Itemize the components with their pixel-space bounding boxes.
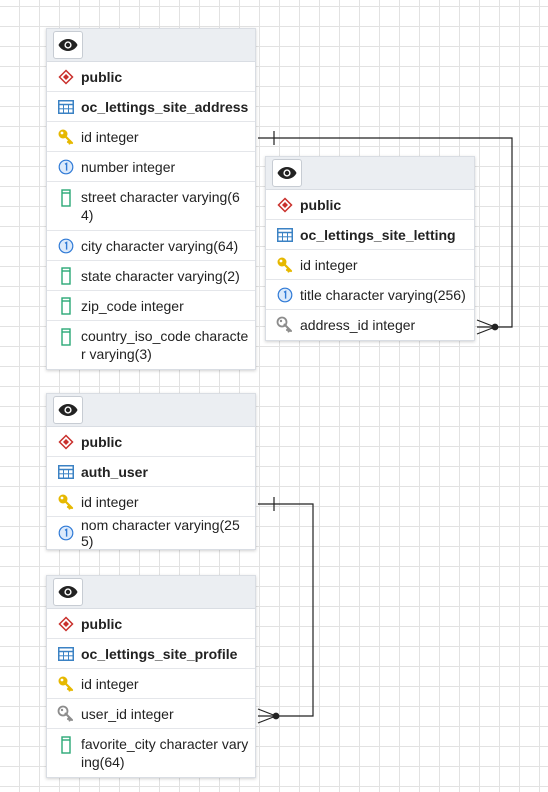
column-text: favorite_city character varying(64) [81,736,249,770]
column-icon [61,328,71,346]
column-row[interactable]: nom character varying(255) [47,517,255,549]
column-row[interactable]: address_id integer [266,310,474,340]
table-icon [277,227,293,242]
column-text: number integer [81,158,176,175]
column-text: id integer [300,256,358,273]
column-row[interactable]: street character varying(64) [47,182,255,231]
not-null-icon [58,525,74,541]
column-text: zip_code integer [81,297,184,314]
schema-row: public [47,609,255,639]
column-text: id integer [81,675,139,692]
column-row[interactable]: id integer [47,487,255,517]
schema-icon [58,68,74,85]
table-name-row: oc_lettings_site_profile [47,639,255,669]
column-row[interactable]: zip_code integer [47,291,255,321]
table-oc-lettings-site-address[interactable]: public oc_lettings_site_address id integ… [46,28,256,370]
column-icon [61,266,71,285]
column-row[interactable]: user_id integer [47,699,255,729]
table-icon [58,464,74,479]
eye-icon [58,39,78,51]
relationship-user-profile[interactable] [257,497,314,724]
column-text: city character varying(64) [81,237,239,254]
table-header [47,394,255,427]
table-header [47,29,255,62]
eye-icon [58,404,78,416]
column-text: address_id integer [300,317,416,333]
primary-key-icon [58,676,74,692]
schema-name: public [300,196,342,213]
column-row[interactable]: title character varying(256) [266,280,474,310]
column-icon [61,296,71,315]
view-eye-button[interactable] [53,31,83,59]
eye-icon [277,167,297,179]
column-text: title character varying(256) [300,286,466,303]
table-name-row: auth_user [47,457,255,487]
table-name: auth_user [81,463,148,480]
table-header [266,157,474,190]
table-header [47,576,255,609]
column-icon [61,736,71,754]
column-text: street character varying(64) [81,189,240,223]
schema-name: public [81,615,123,632]
schema-row: public [47,62,255,92]
table-name: oc_lettings_site_address [81,98,249,115]
schema-name: public [81,68,123,85]
table-oc-lettings-site-profile[interactable]: public oc_lettings_site_profile id integ… [46,575,256,778]
column-row[interactable]: id integer [47,122,255,152]
foreign-key-icon [276,316,292,333]
table-name: oc_lettings_site_letting [300,226,456,243]
column-text: id integer [81,493,139,510]
column-row[interactable]: country_iso_code character varying(3) [47,321,255,369]
schema-name: public [81,433,123,450]
view-eye-button[interactable] [53,396,83,424]
not-null-icon [58,238,74,253]
table-name-row: oc_lettings_site_address [47,92,255,122]
column-row[interactable]: number integer [47,152,255,182]
column-icon [61,189,71,207]
schema-icon [277,196,293,213]
table-oc-lettings-site-letting[interactable]: public oc_lettings_site_letting id integ… [265,156,475,341]
eye-icon [58,586,78,598]
table-name: oc_lettings_site_profile [81,645,238,662]
column-text: id integer [81,128,139,145]
table-icon [58,646,74,661]
primary-key-icon [277,257,293,273]
not-null-icon [277,287,293,302]
column-row[interactable]: state character varying(2) [47,261,255,291]
column-text: country_iso_code character varying(3) [81,328,249,362]
column-row[interactable]: id integer [47,669,255,699]
column-row[interactable]: id integer [266,250,474,280]
column-text: nom character varying(255) [81,517,240,549]
view-eye-button[interactable] [272,159,302,187]
table-name-row: oc_lettings_site_letting [266,220,474,250]
column-text: user_id integer [81,705,174,722]
table-icon [58,99,74,114]
column-row[interactable]: city character varying(64) [47,231,255,261]
column-row[interactable]: favorite_city character varying(64) [47,729,255,777]
view-eye-button[interactable] [53,578,83,606]
primary-key-icon [58,129,74,145]
schema-icon [58,433,74,450]
foreign-key-icon [57,705,73,721]
table-auth-user[interactable]: public auth_user id integer nom characte… [46,393,256,550]
column-text: state character varying(2) [81,267,240,284]
not-null-icon [58,159,74,174]
schema-row: public [47,427,255,457]
schema-icon [58,615,74,632]
primary-key-icon [58,494,74,510]
schema-row: public [266,190,474,220]
